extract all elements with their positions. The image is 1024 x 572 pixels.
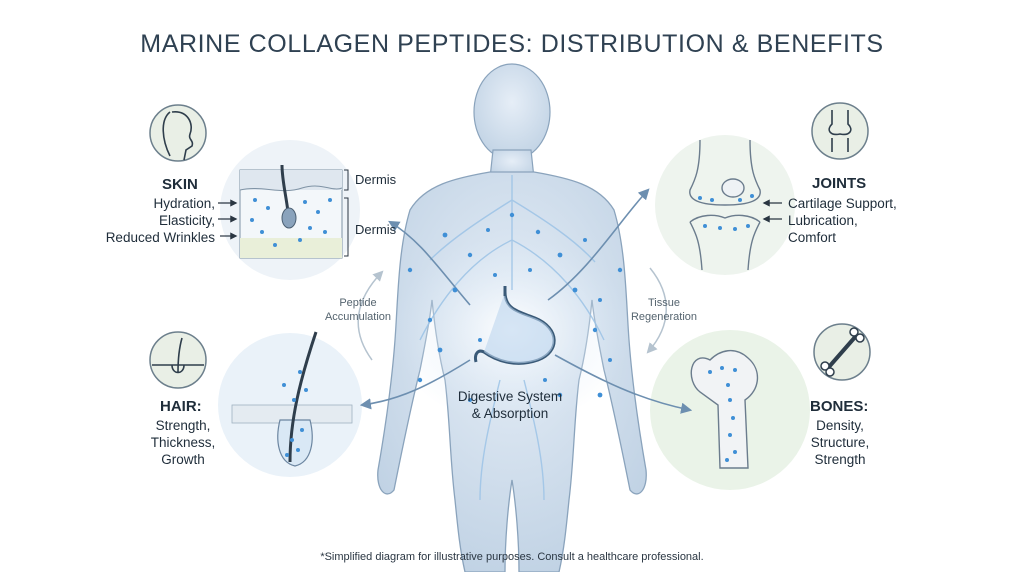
knee-joint-detail bbox=[689, 139, 761, 271]
bones-benefit: Structure, bbox=[810, 435, 870, 450]
skin-benefit: Elasticity, bbox=[158, 213, 215, 228]
skin-benefit-arrows bbox=[218, 199, 238, 240]
hair-benefit: Strength, bbox=[155, 418, 211, 433]
bones-benefits: Density, Structure, Strength bbox=[790, 417, 890, 468]
cycle-label-line: Accumulation bbox=[324, 311, 392, 323]
joints-benefit: Cartilage Support, bbox=[788, 196, 897, 211]
joint-benefit-arrows bbox=[762, 199, 782, 223]
hair-benefits: Strength, Thickness, Growth bbox=[128, 417, 238, 468]
hair-follicle-icon bbox=[149, 331, 207, 389]
joints-benefit: Lubrication, bbox=[788, 213, 858, 228]
cycle-label-line: Tissue bbox=[648, 297, 680, 309]
hair-follicle-detail bbox=[231, 331, 353, 467]
tissue-regeneration-label: Tissue Regeneration bbox=[624, 296, 704, 324]
stomach-organ bbox=[474, 286, 556, 365]
cycle-label-line: Peptide bbox=[339, 297, 377, 309]
footnote: *Simplified diagram for illustrative pur… bbox=[320, 551, 704, 563]
skin-benefit: Reduced Wrinkles bbox=[105, 230, 215, 245]
center-label-line: & Absorption bbox=[471, 406, 549, 421]
center-label-line: Digestive System bbox=[457, 389, 563, 404]
peptide-accumulation-arrow bbox=[357, 270, 384, 361]
diagram-title: MARINE COLLAGEN PEPTIDES: DISTRIBUTION &… bbox=[140, 30, 884, 58]
bloodstream-network bbox=[419, 174, 605, 501]
bone-detail bbox=[690, 350, 759, 469]
skin-layer-label: Dermis bbox=[355, 172, 397, 187]
joints-benefit: Comfort bbox=[788, 230, 837, 245]
cycle-label-line: Regeneration bbox=[630, 311, 698, 323]
bone-icon bbox=[813, 323, 871, 381]
bones-benefit: Density, bbox=[816, 418, 864, 433]
knee-joint-icon bbox=[811, 102, 869, 160]
distribution-arrows bbox=[359, 188, 693, 414]
hair-benefit: Growth bbox=[161, 452, 205, 467]
hair-heading: HAIR: bbox=[160, 398, 202, 415]
skin-heading: SKIN bbox=[162, 176, 198, 193]
peptide-accumulation-label: Peptide Accumulation bbox=[318, 296, 398, 324]
joints-heading: JOINTS bbox=[812, 175, 867, 192]
cycle-arrows bbox=[357, 267, 667, 361]
skin-layer-label: Dermis bbox=[355, 222, 397, 237]
peptide-particles bbox=[407, 212, 623, 402]
face-profile-icon bbox=[149, 104, 207, 162]
bones-benefit: Strength bbox=[814, 452, 866, 467]
skin-cross-section bbox=[239, 164, 349, 259]
bones-heading: BONES: bbox=[810, 398, 869, 415]
digestive-system-label: Digestive System & Absorption bbox=[440, 388, 580, 422]
skin-benefits: Hydration, Elasticity, Reduced Wrinkles bbox=[60, 195, 215, 246]
hair-benefit: Thickness, bbox=[150, 435, 216, 450]
joints-benefits: Cartilage Support, Lubrication, Comfort bbox=[788, 195, 948, 246]
skin-benefit: Hydration, bbox=[153, 196, 215, 211]
tissue-regeneration-arrow bbox=[646, 267, 667, 354]
